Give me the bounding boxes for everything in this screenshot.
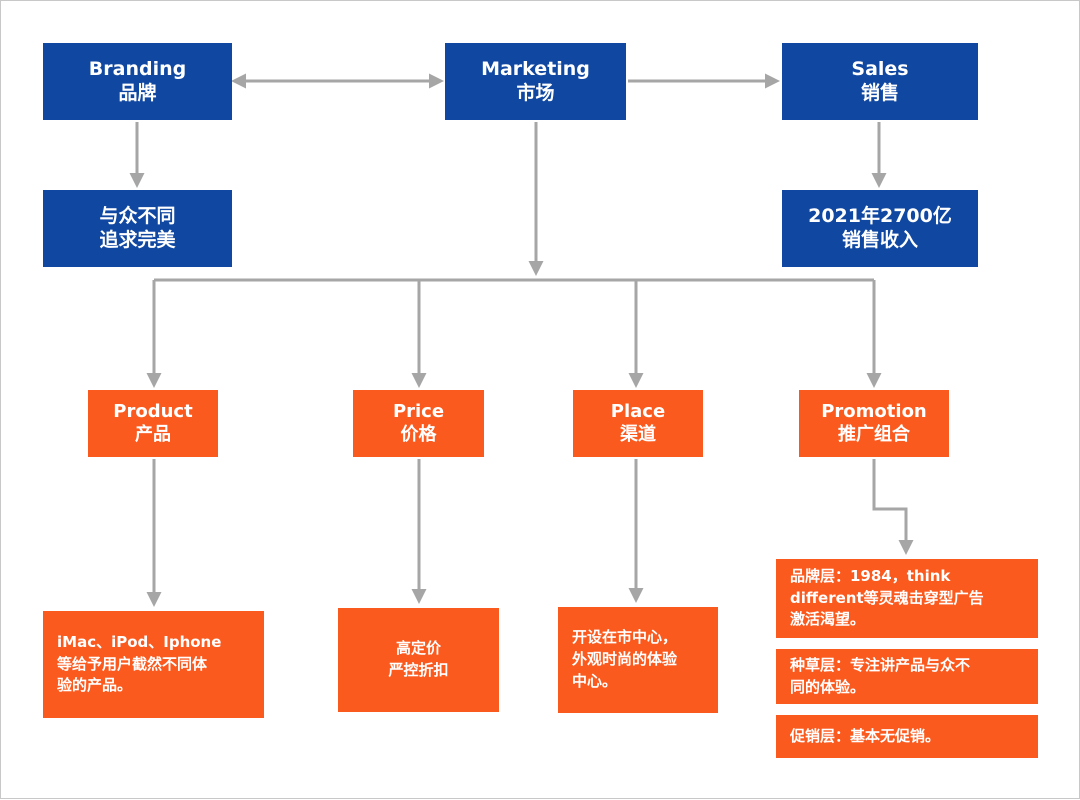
branding-en: Branding <box>88 57 187 80</box>
sales-box: Sales 销售 <box>782 43 978 120</box>
marketing-en: Marketing <box>481 57 590 80</box>
place-zh: 渠道 <box>620 423 656 445</box>
promotion-seed-line2: 同的体验。 <box>790 677 866 696</box>
marketing-zh: 市场 <box>516 81 555 104</box>
sales-en: Sales <box>851 57 909 80</box>
promotion-brand-box: 品牌层：1984，think different等灵魂击穿型广告 激活渴望。 <box>776 559 1038 638</box>
place-detail-line3: 中心。 <box>572 671 618 690</box>
promotion-brand-line1: 品牌层：1984，think <box>790 566 951 585</box>
place-detail-line2: 外观时尚的体验 <box>572 650 678 669</box>
promotion-en: Promotion <box>821 401 927 422</box>
place-detail-box: 开设在市中心， 外观时尚的体验 中心。 <box>558 607 718 713</box>
price-zh: 价格 <box>400 423 437 445</box>
promotion-box: Promotion 推广组合 <box>799 390 949 457</box>
sales-note-line2: 销售收入 <box>841 228 918 251</box>
arrow-promotion-detail <box>872 459 914 555</box>
product-detail-line2: 等给予用户截然不同体 <box>57 654 208 673</box>
product-detail-box: iMac、iPod、Iphone 等给予用户截然不同体 验的产品。 <box>43 611 264 718</box>
sales-zh: 销售 <box>860 81 899 104</box>
marketing-box: Marketing 市场 <box>445 43 626 120</box>
branding-zh: 品牌 <box>118 81 157 104</box>
branding-note-line1: 与众不同 <box>99 204 176 227</box>
branding-box: Branding 品牌 <box>43 43 232 120</box>
branding-note-box: 与众不同 追求完美 <box>43 190 232 267</box>
sales-note-line1: 2021年2700亿 <box>808 204 952 227</box>
product-en: Product <box>113 401 193 422</box>
place-en: Place <box>610 401 666 422</box>
promotion-brand-line3: 激活渴望。 <box>790 610 866 629</box>
promotion-seed-line1: 种草层：专注讲产品与众不 <box>790 655 971 674</box>
product-box: Product 产品 <box>88 390 218 457</box>
place-detail-line1: 开设在市中心， <box>572 628 678 647</box>
product-detail-line1: iMac、iPod、Iphone <box>57 632 222 651</box>
promotion-zh: 推广组合 <box>838 423 910 445</box>
promotion-sales-box: 促销层：基本无促销。 <box>776 715 1038 758</box>
product-zh: 产品 <box>135 423 171 445</box>
price-box: Price 价格 <box>353 390 484 457</box>
product-detail-line3: 验的产品。 <box>57 676 133 695</box>
sales-note-box: 2021年2700亿 销售收入 <box>782 190 978 267</box>
branding-note-line2: 追求完美 <box>99 228 176 251</box>
price-en: Price <box>392 401 445 422</box>
promotion-sales-line1: 促销层：基本无促销。 <box>790 726 941 745</box>
price-detail-line1: 高定价 <box>395 639 441 658</box>
place-box: Place 渠道 <box>573 390 703 457</box>
price-detail-box: 高定价 严控折扣 <box>338 608 499 712</box>
promotion-seed-box: 种草层：专注讲产品与众不 同的体验。 <box>776 649 1038 704</box>
promotion-brand-line2: different等灵魂击穿型广告 <box>790 588 984 607</box>
price-detail-line2: 严控折扣 <box>388 661 449 679</box>
